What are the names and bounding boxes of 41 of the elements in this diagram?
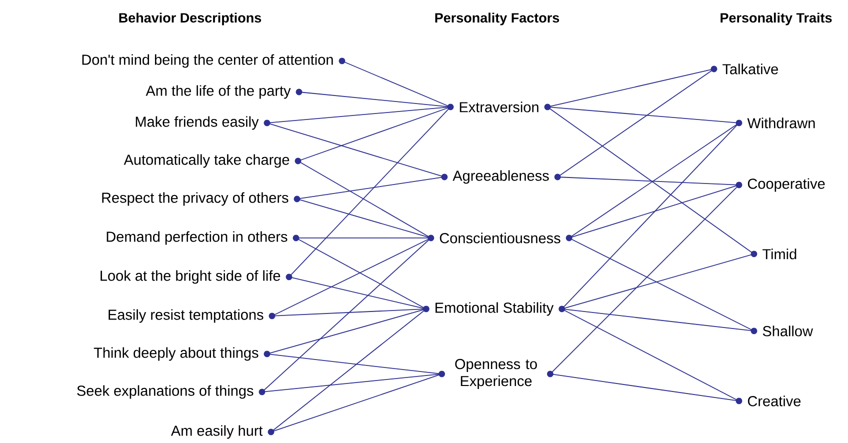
- trait-label: Don't mind being the center of attention: [82, 54, 346, 68]
- trait-label: Automatically take charge: [124, 154, 302, 168]
- trait-label: Timid: [750, 248, 796, 260]
- connector-line: [298, 106, 451, 162]
- trait-label: Demand perfection in others: [106, 231, 300, 245]
- connector-line: [561, 122, 740, 310]
- trait-label: Think deeply about things: [94, 347, 270, 361]
- column-heading: Behavior Descriptions: [119, 12, 262, 26]
- trait-label: Am the life of the party: [146, 85, 302, 99]
- connector-line: [270, 308, 427, 432]
- connector-line: [547, 106, 754, 254]
- trait-label: Agreeableness: [441, 170, 561, 184]
- trait-label: Seek explanations of things: [77, 385, 266, 399]
- trait-label: Easily resist temptations: [108, 309, 276, 323]
- connector-line: [272, 238, 432, 316]
- trait-label: Make friends easily: [136, 116, 270, 130]
- trait-label: Extraversion: [447, 102, 551, 112]
- connector-line: [568, 122, 740, 238]
- connector-line: [557, 68, 714, 178]
- trait-label: Creative: [736, 396, 801, 406]
- trait-label: Talkative: [710, 64, 778, 74]
- trait-label: Openness to Experience: [438, 358, 554, 390]
- trait-label: Conscientiousness: [428, 232, 572, 244]
- column-heading: Personality Factors: [435, 12, 560, 26]
- connector-line: [262, 238, 432, 392]
- trait-label: Shallow: [750, 326, 813, 336]
- connector-line: [550, 184, 740, 374]
- connector-line: [342, 60, 451, 108]
- trait-label: Look at the bright side of life: [100, 270, 292, 284]
- connector-line: [568, 238, 754, 332]
- trait-label: Cooperative: [736, 178, 825, 192]
- trait-label: Respect the privacy of others: [102, 192, 300, 206]
- connector-line: [561, 308, 740, 402]
- connector-line: [266, 122, 445, 178]
- connector-line: [298, 160, 432, 238]
- trait-label: Emotional Stability: [422, 302, 566, 316]
- connector-line: [288, 106, 451, 278]
- connector-line: [568, 184, 740, 238]
- trait-label: Withdrawn: [736, 118, 815, 128]
- column-heading: Personality Traits: [720, 12, 832, 26]
- trait-label: Am easily hurt: [170, 425, 274, 439]
